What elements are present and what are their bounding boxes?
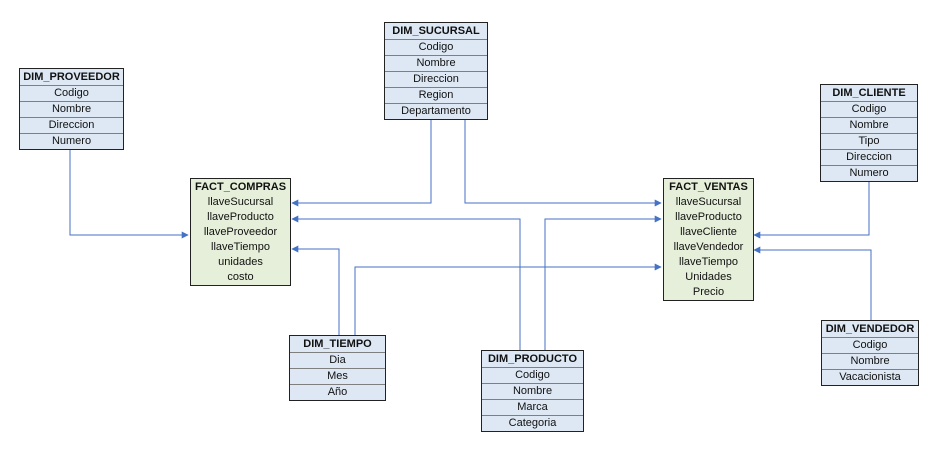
table-fact-ventas: FACT_VENTAS llaveSucursal llaveProducto lla… <box>663 178 754 301</box>
table-field: Mes <box>290 368 385 384</box>
connector-vendedor-ventas <box>753 246 872 320</box>
table-field: unidades <box>218 256 263 268</box>
connector-producto-ventas <box>544 215 662 350</box>
table-field: Departamento <box>385 103 487 119</box>
table-field: llaveSucursal <box>675 196 742 208</box>
table-field: Direccion <box>821 149 917 165</box>
connector-proveedor-compras <box>69 150 189 239</box>
connector-cliente-ventas <box>753 180 870 239</box>
table-title: DIM_SUCURSAL <box>392 25 480 37</box>
table-title: FACT_VENTAS <box>669 181 748 193</box>
table-field: llaveVendedor <box>673 241 744 253</box>
connector-tiempo-ventas <box>354 263 662 335</box>
table-title: FACT_COMPRAS <box>194 181 287 193</box>
table-field: Nombre <box>482 383 583 399</box>
table-field: Tipo <box>821 133 917 149</box>
table-title: DIM_CLIENTE <box>832 87 906 99</box>
table-field: costo <box>227 271 254 283</box>
table-field: Numero <box>20 133 123 149</box>
table-field: Codigo <box>821 101 917 117</box>
table-field: Precio <box>692 286 725 298</box>
table-field: Direccion <box>385 71 487 87</box>
table-field: Nombre <box>385 55 487 71</box>
table-title: DIM_PROVEEDOR <box>23 71 120 83</box>
table-field: llaveProveedor <box>203 226 278 238</box>
table-field: Codigo <box>385 39 487 55</box>
table-field: Unidades <box>685 271 732 283</box>
table-field: Codigo <box>482 367 583 383</box>
table-field: Region <box>385 87 487 103</box>
connector-sucursal-ventas <box>464 118 662 207</box>
table-field: llaveProducto <box>207 211 274 223</box>
table-field: Nombre <box>821 117 917 133</box>
table-field: Nombre <box>20 101 123 117</box>
table-field: Año <box>290 384 385 400</box>
table-field: llaveCliente <box>680 226 737 238</box>
table-field: Codigo <box>822 337 918 353</box>
table-title: DIM_TIEMPO <box>303 338 372 350</box>
table-field: llaveSucursal <box>207 196 274 208</box>
table-field: llaveTiempo <box>679 256 738 268</box>
table-field: Codigo <box>20 85 123 101</box>
table-title: DIM_VENDEDOR <box>825 323 915 335</box>
table-field: llaveProducto <box>675 211 742 223</box>
table-field: Dia <box>290 352 385 368</box>
connector-producto-compras <box>291 215 521 350</box>
table-field: Numero <box>821 165 917 181</box>
connector-tiempo-compras <box>291 245 340 335</box>
table-field: Nombre <box>822 353 918 369</box>
table-field: Vacacionista <box>822 369 918 385</box>
table-title: DIM_PRODUCTO <box>487 353 578 365</box>
connector-sucursal-compras <box>291 118 432 207</box>
table-field: Direccion <box>20 117 123 133</box>
table-fact-compras: FACT_COMPRAS llaveSucursal llaveProducto ll… <box>190 178 291 286</box>
table-field: Marca <box>482 399 583 415</box>
table-field: Categoria <box>482 415 583 431</box>
table-field: llaveTiempo <box>211 241 270 253</box>
